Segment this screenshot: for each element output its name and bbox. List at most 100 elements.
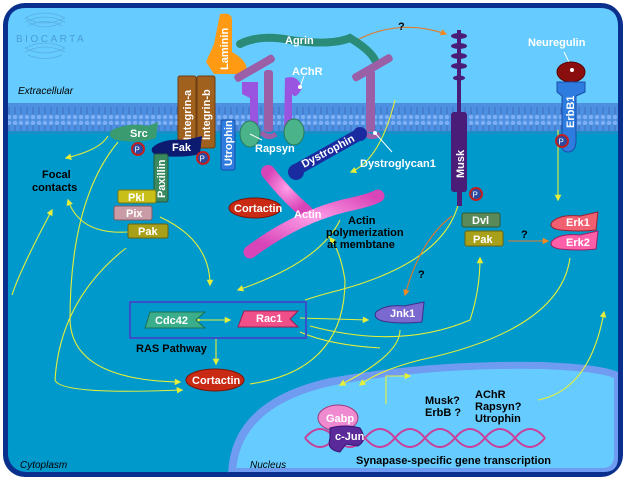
arrow-to-pak-right bbox=[309, 256, 484, 338]
svg-text:Pak: Pak bbox=[473, 234, 493, 246]
svg-text:Cdc42: Cdc42 bbox=[155, 315, 188, 327]
paxillin[interactable]: Paxillin bbox=[153, 153, 169, 203]
svg-text:Cortactin: Cortactin bbox=[234, 203, 283, 215]
question-pak-erk: ? bbox=[521, 229, 528, 241]
svg-text:Pkl: Pkl bbox=[128, 192, 145, 204]
laminin[interactable]: Laminin bbox=[206, 13, 247, 75]
svg-text:Fak: Fak bbox=[172, 142, 192, 154]
ras-pathway-box bbox=[129, 301, 307, 339]
arrow-cortactin-actin bbox=[249, 236, 346, 385]
actin-poly-line1: Actin bbox=[348, 215, 376, 227]
erk2[interactable]: Erk2 bbox=[550, 230, 599, 251]
arrow-erk-gabp bbox=[358, 257, 571, 386]
uncertain-arrows bbox=[356, 26, 550, 297]
svg-text:P: P bbox=[135, 146, 140, 155]
svg-text:Agrin: Agrin bbox=[285, 35, 314, 47]
cortactin-bottom[interactable]: Cortactin bbox=[185, 368, 245, 392]
jnk1[interactable]: Jnk1 bbox=[374, 301, 425, 324]
arrow-dystroglycan-actin bbox=[349, 99, 396, 174]
integrin-b[interactable]: Integrin-b bbox=[196, 75, 216, 149]
pkl[interactable]: Pkl bbox=[117, 189, 157, 204]
label-rapsyn: Rapsyn bbox=[255, 143, 295, 155]
svg-text:Dvl: Dvl bbox=[472, 215, 489, 227]
arrow-left-focal bbox=[11, 208, 53, 296]
phospho-fak: P bbox=[196, 151, 210, 165]
gene-rapsyn: Rapsyn? bbox=[475, 401, 522, 413]
dvl[interactable]: Dvl bbox=[461, 212, 501, 228]
musk[interactable]: Musk bbox=[451, 30, 467, 206]
arrow-pak-focal bbox=[66, 198, 129, 233]
label-extracellular: Extracellular bbox=[18, 86, 74, 97]
svg-text:P: P bbox=[200, 155, 205, 164]
biocarta-logo: BIOCARTA bbox=[16, 12, 86, 59]
label-nucleus: Nucleus bbox=[250, 460, 286, 471]
utrophin[interactable]: Utrophin bbox=[220, 119, 236, 171]
svg-text:c-Jun: c-Jun bbox=[335, 431, 365, 443]
receptor-complex[interactable] bbox=[233, 53, 394, 140]
svg-text:ErbB1: ErbB1 bbox=[565, 96, 577, 128]
focal-contacts-line1: Focal bbox=[42, 169, 71, 181]
gene-utrophin: Utrophin bbox=[475, 413, 521, 425]
pak-right[interactable]: Pak bbox=[464, 230, 504, 247]
rac1[interactable]: Rac1 bbox=[237, 310, 300, 328]
arrow-jnk1-gabp bbox=[338, 329, 401, 386]
svg-text:Src: Src bbox=[130, 128, 148, 140]
phospho-src: P bbox=[131, 142, 145, 156]
arrow-genes-up bbox=[537, 310, 607, 401]
arrow-pix-ras bbox=[159, 216, 214, 287]
question-musk-jnk1: ? bbox=[418, 269, 425, 281]
svg-text:Laminin: Laminin bbox=[219, 28, 231, 70]
arrow-ras-jnk1 bbox=[299, 316, 370, 324]
arrow-pak-cortactin bbox=[54, 247, 184, 394]
phospho-musk: P bbox=[469, 187, 483, 201]
logo-text: BIOCARTA bbox=[16, 34, 86, 45]
cdc42[interactable]: Cdc42 bbox=[144, 311, 207, 329]
actin-poly-line2: polymerization bbox=[326, 227, 404, 239]
arrow-transcription bbox=[385, 372, 412, 404]
svg-text:Integrin-b: Integrin-b bbox=[201, 89, 213, 140]
extracellular-region bbox=[8, 8, 618, 103]
svg-text:P: P bbox=[473, 191, 478, 200]
actin[interactable]: Actin bbox=[243, 165, 385, 259]
c-jun[interactable]: c-Jun bbox=[328, 425, 365, 453]
arrow-actin-ras bbox=[236, 219, 341, 292]
rapsyn-2[interactable] bbox=[283, 118, 305, 146]
svg-text:Cortactin: Cortactin bbox=[192, 375, 241, 387]
src[interactable]: Src bbox=[109, 122, 158, 142]
gabp[interactable]: Gabp bbox=[317, 404, 359, 432]
achr[interactable] bbox=[242, 77, 302, 130]
gene-musk: Musk? bbox=[425, 395, 460, 407]
arrow-agrin-musk bbox=[356, 26, 448, 41]
neuregulin[interactable] bbox=[556, 61, 586, 83]
actin-poly-line3: at membtane bbox=[327, 239, 395, 251]
label-cytoplasm: Cytoplasm bbox=[20, 460, 67, 471]
svg-text:Erk2: Erk2 bbox=[566, 237, 590, 249]
label-dystroglycan1: Dystroglycan1 bbox=[360, 158, 436, 170]
pak-left[interactable]: Pak bbox=[127, 223, 169, 239]
svg-text:Rac1: Rac1 bbox=[256, 313, 282, 325]
arrow-src-cortactin bbox=[69, 141, 182, 386]
gene-achr: AChR bbox=[475, 389, 506, 401]
svg-text:P: P bbox=[559, 138, 564, 147]
cortactin-top[interactable]: Cortactin bbox=[228, 197, 283, 219]
agrin[interactable]: Agrin bbox=[236, 33, 379, 64]
arrow-musk-jnk1 bbox=[403, 215, 453, 297]
fak[interactable]: Fak bbox=[151, 136, 202, 157]
label-transcription: Synapase-specific gene transcription bbox=[356, 455, 551, 467]
integrin-a[interactable]: Integrin-a bbox=[177, 75, 197, 149]
arrow-src-focal bbox=[64, 135, 109, 161]
label-ras-pathway: RAS Pathway bbox=[136, 343, 208, 355]
svg-text:Pix: Pix bbox=[126, 208, 143, 220]
svg-text:Paxillin: Paxillin bbox=[156, 159, 168, 198]
svg-text:Utrophin: Utrophin bbox=[223, 120, 235, 166]
pix[interactable]: Pix bbox=[113, 205, 153, 221]
svg-text:Integrin-a: Integrin-a bbox=[182, 89, 194, 140]
svg-text:Actin: Actin bbox=[294, 209, 322, 221]
arrow-musk-curve bbox=[304, 195, 461, 301]
gene-erbb: ErbB ? bbox=[425, 407, 461, 419]
svg-text:Musk: Musk bbox=[455, 149, 467, 178]
erk1[interactable]: Erk1 bbox=[550, 211, 599, 232]
svg-text:Erk1: Erk1 bbox=[566, 217, 590, 229]
